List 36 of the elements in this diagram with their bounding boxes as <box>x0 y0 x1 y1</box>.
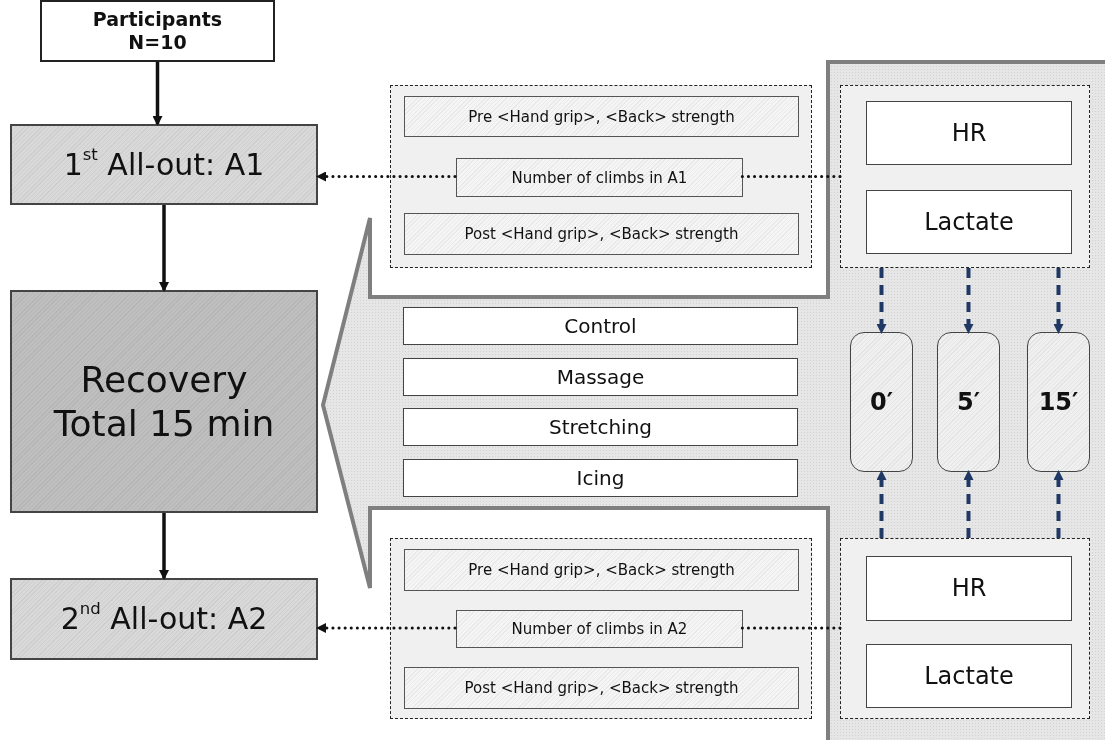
treatment-box: Control <box>403 307 798 345</box>
arrow <box>876 470 887 538</box>
arrow <box>152 62 163 126</box>
dashed-group-box <box>840 85 1090 268</box>
treatment-box: Icing <box>403 459 798 497</box>
arrow <box>159 205 169 292</box>
measure-box: Post <Hand grip>, <Back> strength <box>404 667 799 709</box>
treatment-box: Massage <box>403 358 798 396</box>
measure-box: Lactate <box>866 644 1072 708</box>
measure-box: Number of climbs in A1 <box>456 158 743 197</box>
process-box: Recovery Total 15 min <box>10 290 318 513</box>
process-box: 2$^{nd}$ All-out: A2 <box>10 578 318 660</box>
dashed-group-box <box>390 538 812 719</box>
arrow <box>876 268 887 334</box>
arrow <box>1053 470 1064 538</box>
measure-box: Number of climbs in A2 <box>456 610 743 648</box>
measure-box: Post <Hand grip>, <Back> strength <box>404 213 799 255</box>
arrow <box>316 623 457 633</box>
treatment-box: Stretching <box>403 408 798 446</box>
process-box: Participants N=10 <box>40 0 275 62</box>
arrow <box>963 470 974 538</box>
arrow <box>1053 268 1064 334</box>
dashed-group-box <box>390 85 812 268</box>
time-point-box: 15′ <box>1027 332 1090 472</box>
measure-box: Pre <Hand grip>, <Back> strength <box>404 96 799 137</box>
time-point-box: 5′ <box>937 332 1000 472</box>
dashed-group-box <box>840 538 1090 719</box>
measure-box: HR <box>866 556 1072 621</box>
arrow <box>316 171 457 182</box>
arrow <box>963 268 974 334</box>
time-point-box: 0′ <box>850 332 913 472</box>
measure-box: Pre <Hand grip>, <Back> strength <box>404 549 799 591</box>
measure-box: HR <box>866 101 1072 165</box>
process-box: 1$^{st}$ All-out: A1 <box>10 124 318 205</box>
measure-box: Lactate <box>866 190 1072 254</box>
arrow <box>159 513 169 580</box>
